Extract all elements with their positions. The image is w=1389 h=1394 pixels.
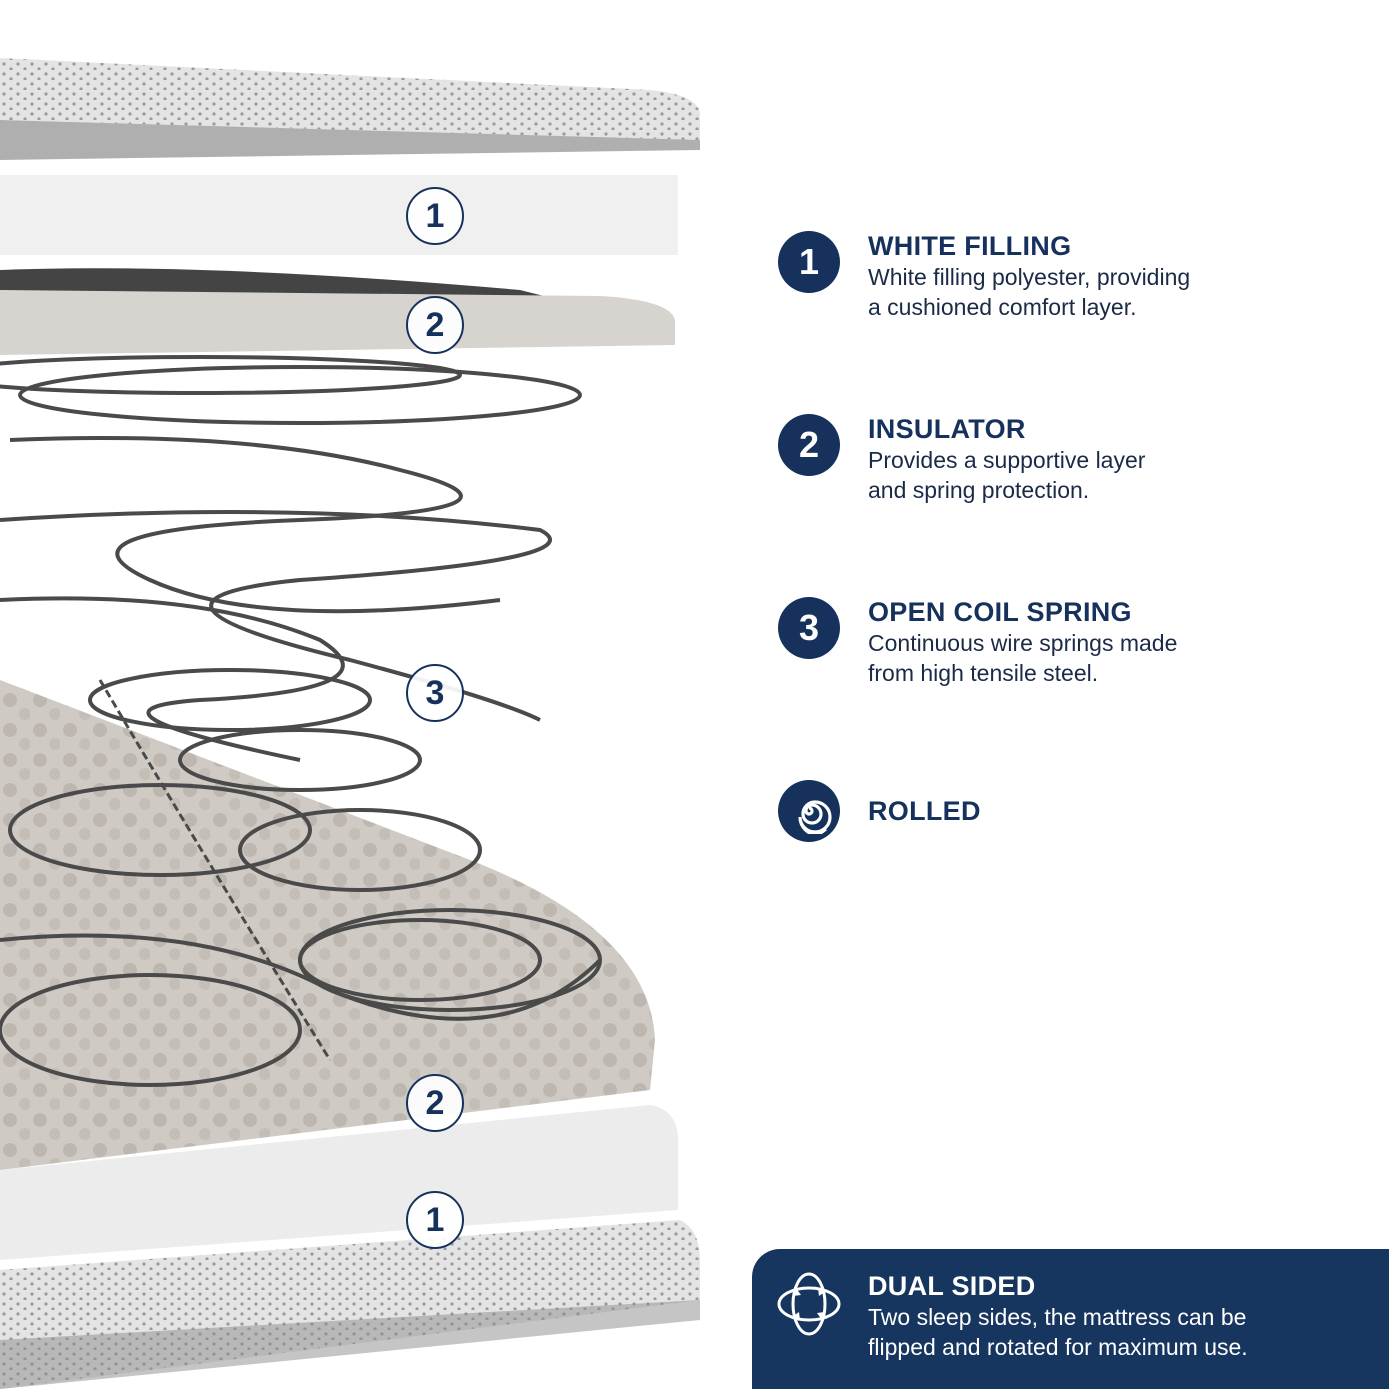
badge-number: 3 [798,607,820,648]
layer-marker-1-top: 1 [406,187,464,245]
spiral-rolled-icon [778,780,840,842]
feature-rolled: ROLLED [778,780,981,842]
feature-description-line: a cushioned comfort layer. [868,294,1137,320]
number-badge-1: 1 [778,231,840,293]
feature-white-filling: 1 WHITE FILLING White filling polyester,… [778,231,1190,321]
marker-label: 1 [425,1200,445,1239]
marker-label: 3 [425,673,445,712]
dual-sided-description-line: flipped and rotated for maximum use. [868,1334,1248,1360]
number-badge-2: 2 [778,414,840,476]
mattress-cutaway-image [0,58,700,1389]
feature-description-line: Provides a supportive layer [868,447,1146,473]
badge-number: 2 [798,424,820,465]
feature-description-line: and spring protection. [868,477,1090,503]
layer-marker-2-bottom: 2 [406,1074,464,1132]
dual-sided-panel: DUAL SIDED Two sleep sides, the mattress… [752,1249,1389,1389]
feature-description-line: Continuous wire springs made [868,630,1178,656]
feature-title: WHITE FILLING [868,231,1072,261]
badge-number: 1 [798,241,820,282]
mattress-layers-illustration: 1 2 3 2 1 [0,58,700,1389]
marker-label: 2 [425,305,445,344]
marker-label: 1 [425,196,445,235]
number-badge-3: 3 [778,597,840,659]
feature-description-line: from high tensile steel. [868,660,1099,686]
dual-sided-description-line: Two sleep sides, the mattress can be [868,1304,1247,1330]
layer-marker-2-top: 2 [406,296,464,354]
feature-title: ROLLED [868,796,981,826]
layer-marker-1-bottom: 1 [406,1191,464,1249]
feature-description-line: White filling polyester, providing [868,264,1191,290]
feature-title: OPEN COIL SPRING [868,597,1132,627]
feature-title: INSULATOR [868,414,1026,444]
layer-marker-3: 3 [406,664,464,722]
rotate-flip-icon [774,1269,844,1339]
dual-sided-title: DUAL SIDED [868,1271,1036,1301]
marker-label: 2 [425,1083,445,1122]
feature-open-coil-spring: 3 OPEN COIL SPRING Continuous wire sprin… [778,597,1177,687]
feature-insulator: 2 INSULATOR Provides a supportive layer … [778,414,1145,504]
